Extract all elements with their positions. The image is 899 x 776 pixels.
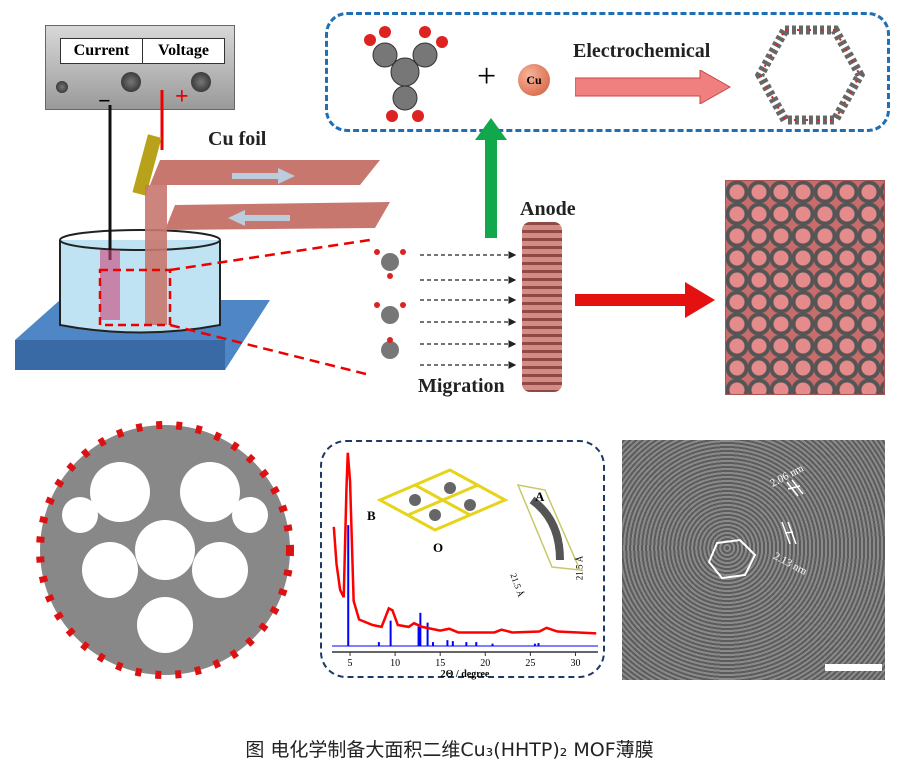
x-tick-label: 10 — [390, 658, 400, 669]
x-tick-label: 25 — [525, 658, 535, 669]
zoom-region — [98, 268, 172, 327]
cu-foil-label: Cu foil — [208, 128, 267, 150]
scale-bar — [825, 664, 882, 671]
current-label: Current — [61, 39, 143, 63]
power-supply-display: Current Voltage — [60, 38, 225, 64]
reaction-arrow — [575, 70, 732, 104]
experimental-curve — [332, 452, 597, 635]
beaker — [59, 240, 221, 334]
current-knob — [121, 72, 141, 92]
x-tick-label: 15 — [435, 658, 445, 669]
minus-terminal: − — [98, 88, 111, 113]
mof-film — [725, 180, 885, 395]
hhtp-molecule — [364, 26, 448, 122]
power-supply: Current Voltage — [45, 25, 235, 110]
voltage-knob — [191, 72, 211, 92]
red-arrow — [575, 282, 715, 318]
axis-b-label: B — [367, 508, 376, 523]
anode-electrode — [522, 222, 562, 392]
plus-terminal: + — [175, 84, 189, 110]
electrochemical-cell — [15, 90, 390, 377]
unit-cell-3d — [516, 484, 582, 571]
x-tick-label: 5 — [348, 658, 353, 669]
cell-dimension-2: 21.5 Å — [574, 555, 585, 581]
x-tick-label: 30 — [570, 658, 580, 669]
anode-label: Anode — [520, 198, 576, 220]
plus-sign: + — [477, 58, 497, 95]
migration-label: Migration — [418, 375, 505, 397]
power-switch — [56, 81, 68, 93]
reaction-scheme-box — [325, 12, 890, 132]
unit-cell-2d — [376, 468, 509, 532]
cu-atom: Cu — [518, 64, 550, 96]
migration-diagram — [374, 249, 517, 369]
xrd-chart: 5 10 15 20 25 30 2Θ / degree — [332, 452, 598, 680]
electrochemical-label: Electrochemical — [573, 40, 711, 62]
figure-caption: 图 电化学制备大面积二维Cu₃(HHTP)₂ MOF薄膜 — [245, 739, 654, 761]
axis-a-label: A — [535, 489, 545, 504]
cu-foil-top — [150, 160, 380, 185]
x-axis-label: 2Θ / degree — [441, 669, 490, 680]
voltage-label: Voltage — [158, 42, 209, 59]
x-tick-label: 20 — [480, 658, 490, 669]
mof-hexagon — [754, 25, 866, 125]
mof-framework-structure — [36, 421, 294, 679]
green-up-arrow — [475, 118, 507, 238]
tem-image: 2.06 nm 2.13 nm — [622, 440, 885, 680]
hexagon-marker — [707, 538, 757, 580]
xrd-panel — [320, 440, 605, 678]
roller — [132, 134, 162, 196]
axis-o-label: O — [433, 540, 444, 555]
